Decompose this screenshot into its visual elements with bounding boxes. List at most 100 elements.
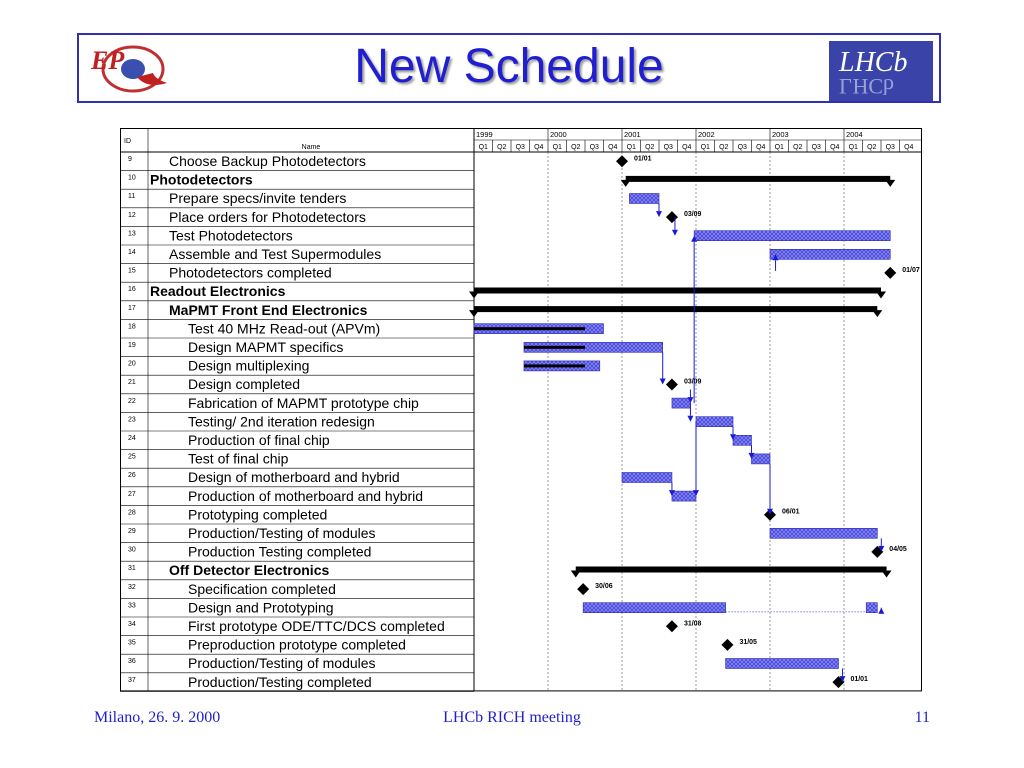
summary-end-marker [885, 179, 896, 187]
task-id: 15 [128, 268, 136, 275]
milestone-date: 03/09 [684, 211, 702, 218]
summary-bar [575, 566, 887, 573]
dependency-arrow-head [748, 452, 755, 459]
year-label: 2002 [698, 130, 715, 139]
task-bar [671, 397, 691, 409]
task-name: Test Photodetectors [169, 227, 293, 243]
svg-text:LHCb: LHCb [839, 74, 894, 99]
task-id: 31 [128, 565, 136, 572]
lhcb-logo-text: LHCb [838, 47, 907, 78]
quarter-label: Q1 [701, 144, 710, 151]
milestone-date: 31/05 [739, 639, 757, 646]
task-name: Production Testing completed [188, 544, 371, 560]
task-name: Production/Testing completed [188, 674, 372, 690]
quarter-label: Q1 [479, 144, 488, 151]
dependency-arrow-head [767, 508, 773, 515]
summary-start-marker [620, 179, 631, 187]
task-name: Design and Prototyping [188, 599, 334, 615]
task-id: 25 [128, 454, 136, 461]
dependency-arrow-head [730, 434, 736, 441]
task-name: Production/Testing of modules [188, 655, 376, 671]
task-id: 12 [128, 212, 136, 219]
task-id: 33 [128, 602, 136, 609]
progress-bar [474, 327, 585, 331]
task-id: 36 [128, 658, 136, 665]
task-id: 26 [128, 472, 136, 479]
dependency-arrow-head [878, 607, 885, 614]
milestone-diamond [721, 638, 734, 651]
milestone-date: 03/09 [684, 379, 702, 386]
task-name: Prepare specs/invite tenders [169, 190, 346, 206]
quarter-label: Q4 [904, 144, 913, 151]
task-bar [582, 602, 726, 614]
progress-bar [523, 345, 585, 349]
quarter-label: Q2 [867, 144, 876, 151]
milestone-diamond [616, 155, 628, 168]
lhcb-logo: LHCb LHCb [829, 41, 933, 101]
dependency-arrow-head [878, 545, 885, 552]
milestone-diamond [884, 266, 897, 279]
task-id: 35 [128, 640, 136, 647]
task-id: 30 [128, 547, 136, 554]
quarter-label: Q3 [812, 144, 821, 151]
year-label: 2004 [846, 130, 863, 139]
task-id: 11 [128, 193, 135, 200]
task-name: Off Detector Electronics [169, 562, 329, 578]
task-name: Place orders for Photodetectors [169, 209, 366, 225]
task-id: 19 [128, 342, 136, 349]
task-bar [769, 527, 878, 539]
task-id: 23 [128, 416, 136, 423]
dependency-arrow-head [659, 378, 666, 385]
task-id: 16 [128, 286, 136, 293]
task-id: 27 [128, 491, 136, 498]
task-name: Photodetectors [150, 172, 253, 188]
slide-title: New Schedule [354, 40, 664, 93]
quarter-label: Q1 [627, 144, 636, 151]
quarter-label: Q2 [645, 144, 654, 151]
quarter-label: Q3 [590, 144, 599, 151]
task-id: 24 [128, 435, 136, 442]
task-name: Specification completed [188, 581, 336, 597]
task-bar [693, 230, 891, 241]
slide-header: EP New Schedule LHCb LHCb [77, 33, 941, 103]
quarter-label: Q4 [756, 144, 765, 151]
quarter-label: Q3 [738, 144, 747, 151]
milestone-diamond [577, 583, 590, 596]
milestone-diamond [665, 378, 678, 391]
quarter-label: Q3 [516, 144, 525, 151]
task-id: 28 [128, 509, 136, 516]
task-name: Test 40 MHz Read-out (APVm) [188, 320, 380, 336]
task-id: 10 [128, 175, 136, 182]
task-bar [725, 658, 839, 669]
quarter-label: Q2 [571, 144, 580, 151]
task-id: 14 [128, 249, 136, 256]
task-name: Design MAPMT specifics [188, 339, 343, 355]
dependency-arrow-head [772, 254, 779, 261]
quarter-label: Q1 [775, 144, 784, 151]
task-name: First prototype ODE/TTC/DCS completed [188, 618, 445, 634]
summary-end-marker [876, 291, 886, 299]
summary-start-marker [469, 310, 479, 318]
quarter-label: Q4 [830, 144, 839, 151]
quarter-label: Q4 [608, 144, 617, 151]
quarter-label: Q4 [534, 144, 543, 151]
id-column-header: ID [124, 138, 131, 145]
milestone-date: 01/01 [850, 676, 868, 683]
dependency-arrow-head [671, 229, 678, 236]
dependency-arrow-head [839, 676, 846, 683]
task-bar [671, 490, 697, 502]
ep-logo: EP [90, 45, 167, 93]
task-name: Production/Testing of modules [188, 525, 376, 541]
dependency-arrow-head [687, 397, 694, 404]
task-id: 20 [128, 361, 136, 368]
year-label: 2000 [550, 130, 567, 139]
dependency-arrow-head [656, 211, 662, 218]
task-bar [695, 416, 734, 428]
milestone-diamond [665, 620, 678, 633]
milestone-date: 01/07 [902, 267, 920, 274]
task-name: Photodetectors completed [169, 265, 332, 281]
task-name: Testing/ 2nd iteration redesign [188, 413, 375, 429]
task-bar [629, 193, 660, 204]
task-id: 37 [128, 677, 136, 684]
